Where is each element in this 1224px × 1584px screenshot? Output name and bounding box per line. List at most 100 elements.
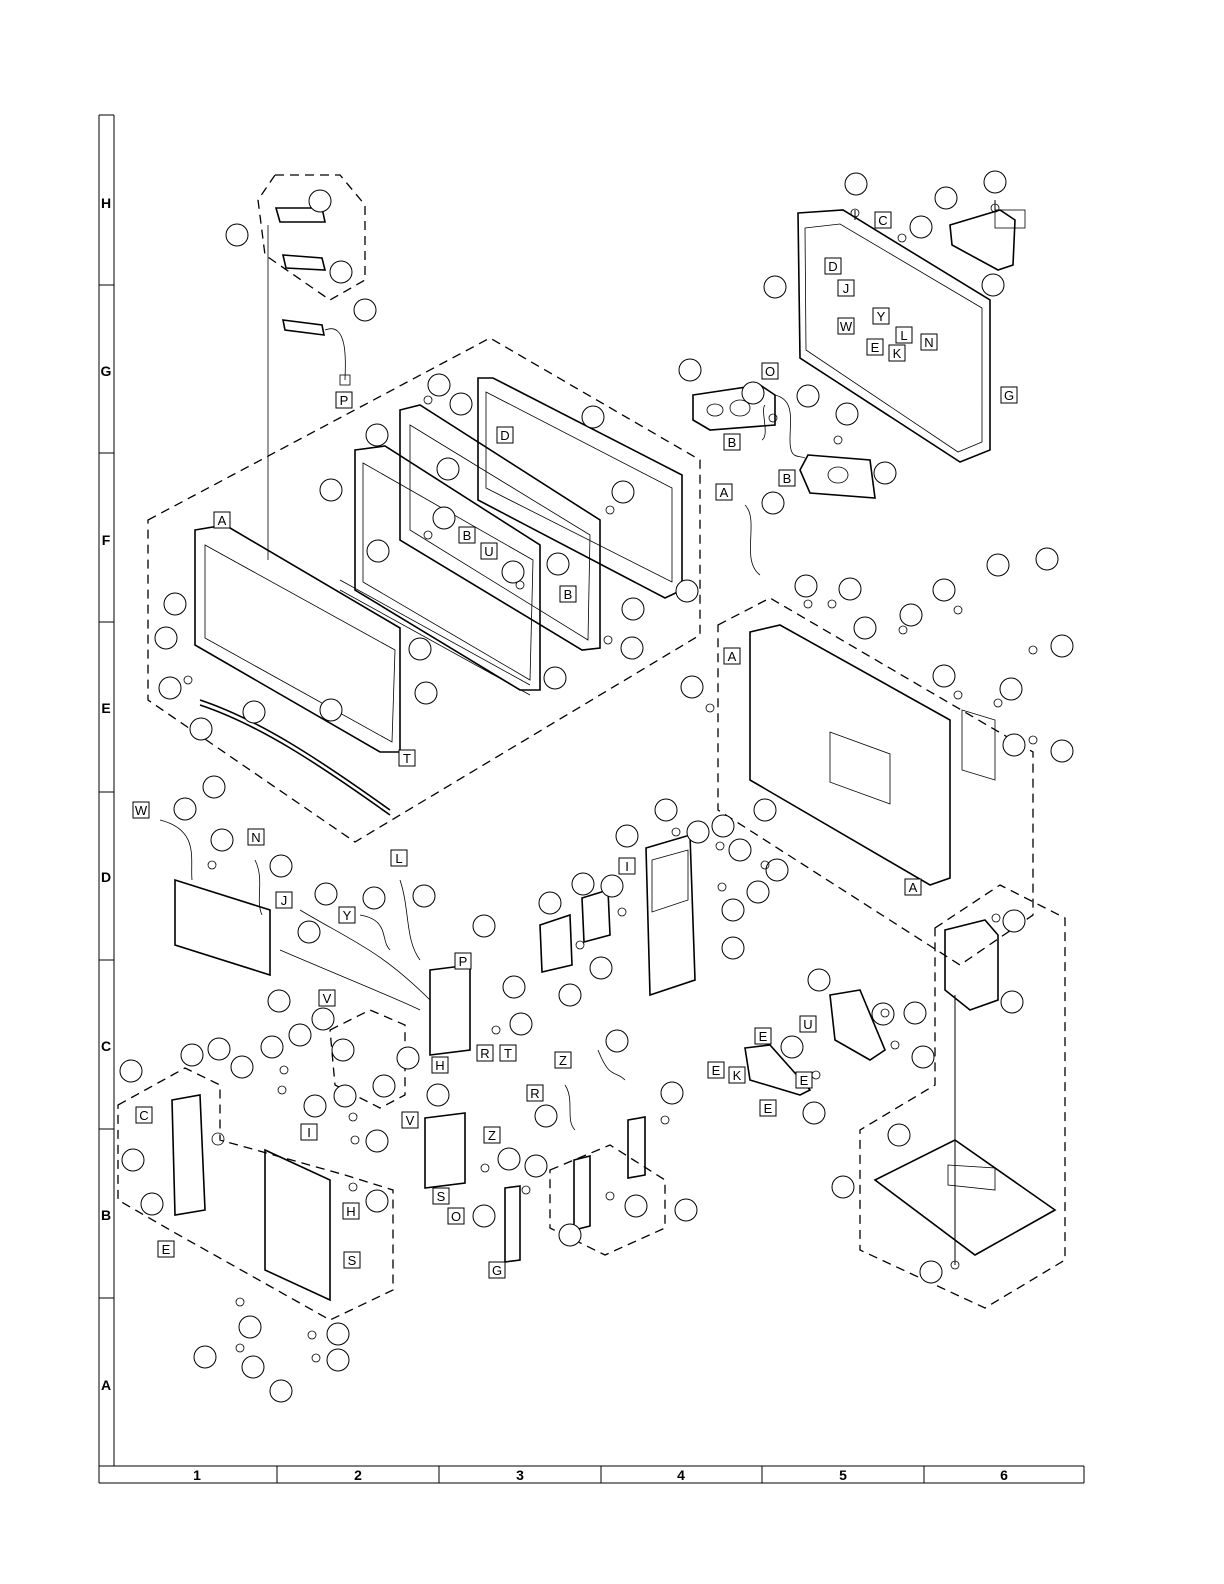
row-label: B [101, 1207, 111, 1223]
ref-box: A [214, 512, 230, 528]
ref-box: K [889, 345, 905, 361]
ref-box: Z [555, 1052, 571, 1068]
row-label: H [101, 195, 111, 211]
ref-box: L [391, 850, 407, 866]
row-label: C [101, 1038, 111, 1054]
ref-box: T [500, 1045, 516, 1061]
remote-sensor-unit [268, 208, 350, 560]
rear-shield-chassis [750, 625, 995, 885]
ref-box: P [336, 392, 352, 408]
ref-letter: Y [877, 309, 886, 324]
ref-box: S [344, 1252, 360, 1268]
ref-box: O [762, 363, 778, 379]
ref-letter: B [783, 471, 792, 486]
ref-letter: E [871, 340, 880, 355]
ref-letter: B [463, 528, 472, 543]
ref-box: C [136, 1107, 152, 1123]
ref-letter: D [828, 259, 837, 274]
ref-box: R [527, 1085, 543, 1101]
ref-letter: A [720, 485, 729, 500]
ref-letter: Z [488, 1128, 496, 1143]
ref-box: W [838, 318, 854, 334]
ref-letter: O [765, 364, 775, 379]
ref-box: C [875, 212, 891, 228]
ref-letter: K [733, 1068, 742, 1083]
ref-letter: A [728, 649, 737, 664]
ref-box: H [432, 1057, 448, 1073]
ref-box: V [319, 990, 335, 1006]
ref-box: G [489, 1262, 505, 1278]
ref-letter: P [459, 954, 468, 969]
callout-circles [120, 171, 1073, 1402]
ref-box: D [497, 427, 513, 443]
row-label: G [101, 363, 112, 379]
ref-letter: E [764, 1101, 773, 1116]
ref-letter: S [348, 1253, 357, 1268]
ref-box: N [248, 829, 264, 845]
column-label: 5 [839, 1467, 847, 1483]
ref-box: E [755, 1028, 771, 1044]
column-label: 2 [354, 1467, 362, 1483]
ref-box: J [276, 892, 292, 908]
ref-box: B [459, 527, 475, 543]
ref-letter: A [909, 880, 918, 895]
row-label: D [101, 869, 111, 885]
ref-letter: N [251, 830, 260, 845]
ref-letter: R [480, 1046, 489, 1061]
ref-letter: V [406, 1113, 415, 1128]
ref-box: U [481, 543, 497, 559]
ref-box: B [779, 470, 795, 486]
ref-letter: P [340, 393, 349, 408]
ref-box: Y [873, 308, 889, 324]
ref-box: D [825, 258, 841, 274]
ref-box: W [133, 802, 149, 818]
column-label: 3 [516, 1467, 524, 1483]
ref-box: B [724, 434, 740, 450]
ref-box: B [560, 586, 576, 602]
ref-box: I [619, 858, 635, 874]
ref-box: A [905, 879, 921, 895]
ref-box: E [760, 1100, 776, 1116]
ref-box: P [455, 953, 471, 969]
ref-box: E [867, 339, 883, 355]
ref-letter: Y [343, 908, 352, 923]
ref-letter: E [162, 1242, 171, 1257]
ref-letter: R [530, 1086, 539, 1101]
ref-box: U [800, 1016, 816, 1032]
ref-box: S [433, 1188, 449, 1204]
ref-letter: E [712, 1063, 721, 1078]
ref-letter: O [451, 1209, 461, 1224]
ref-box: Z [484, 1127, 500, 1143]
ref-box: E [796, 1072, 812, 1088]
screws [184, 204, 1037, 1362]
ref-box: V [402, 1112, 418, 1128]
column-label: 6 [1000, 1467, 1008, 1483]
ref-letter: T [403, 751, 411, 766]
ref-box: H [343, 1203, 359, 1219]
ref-letter: L [900, 328, 907, 343]
ref-letter: K [893, 346, 902, 361]
ref-letter: W [840, 319, 853, 334]
ref-letter: C [139, 1108, 148, 1123]
ref-letter: E [759, 1029, 768, 1044]
ref-box: A [724, 648, 740, 664]
ref-box: R [477, 1045, 493, 1061]
ref-letter: I [625, 859, 629, 874]
ref-letter: D [500, 428, 509, 443]
ref-box: O [448, 1208, 464, 1224]
ref-letter: V [323, 991, 332, 1006]
ref-letter: U [803, 1017, 812, 1032]
ref-box: K [729, 1067, 745, 1083]
column-label: 4 [677, 1467, 685, 1483]
ref-box: A [716, 484, 732, 500]
row-label: E [101, 700, 110, 716]
ref-letter: G [1004, 388, 1014, 403]
ref-letter: H [435, 1058, 444, 1073]
ref-box: N [921, 334, 937, 350]
ref-box: I [301, 1124, 317, 1140]
ref-letter: C [878, 213, 887, 228]
ref-box: T [399, 750, 415, 766]
